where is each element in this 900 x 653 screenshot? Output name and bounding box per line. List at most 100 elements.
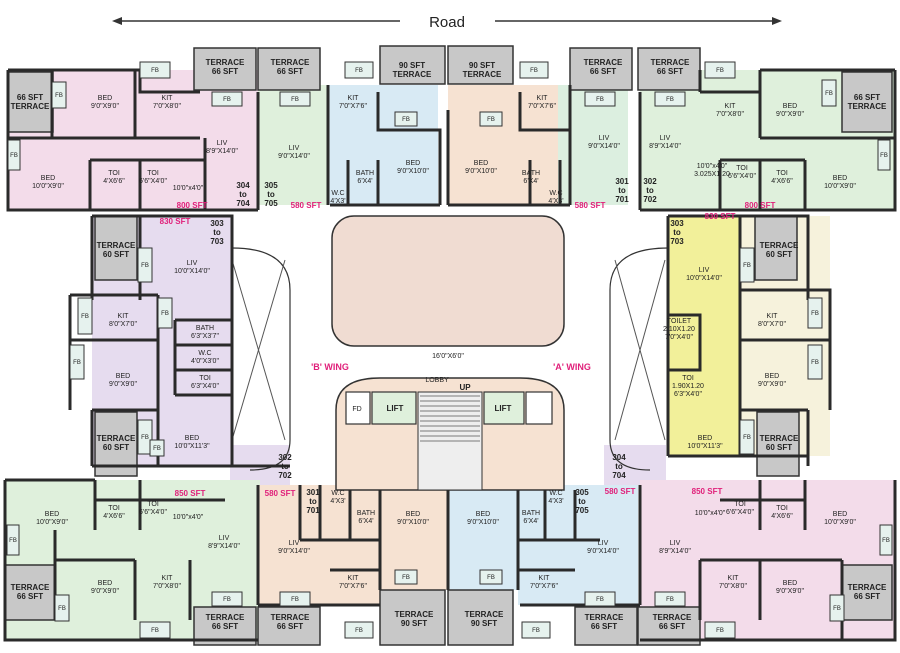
wall <box>3 480 258 642</box>
flower-bed-label: FB <box>161 311 169 317</box>
room-label-line: to <box>646 186 654 195</box>
room-label-line: LIV <box>599 135 610 142</box>
room-label-line: 302 <box>278 453 292 462</box>
flower-bed-box <box>584 591 616 607</box>
room-label-line: 7'0"X8'0" <box>153 103 181 110</box>
road-arrowhead-left <box>112 17 122 25</box>
room-label-line: W.C <box>331 190 344 197</box>
terrace-box <box>379 589 446 646</box>
flower-bed-box <box>654 591 686 607</box>
flower-bed-label: FB <box>81 314 89 320</box>
flower-bed-label: FB <box>882 538 890 544</box>
room-label-line: BATH <box>522 510 540 517</box>
room-label-line: 10'0"x4'0" <box>173 514 204 521</box>
room-label-line: to <box>213 228 221 237</box>
lift-right <box>483 391 525 425</box>
room-label-line: 10'0"X14'0" <box>174 268 210 275</box>
wall <box>640 70 897 212</box>
room-label-line: 66 SFT <box>591 622 617 631</box>
unit-fill <box>448 85 558 205</box>
room-label-line: 703 <box>210 237 224 246</box>
wall <box>668 313 702 372</box>
room-label-line: 90 SFT <box>399 61 425 70</box>
room-label-line: LIV <box>670 540 681 547</box>
room-label-line: 66 SFT <box>659 622 685 631</box>
flower-bed-label: FB <box>596 597 604 603</box>
room-label-line: 66 SFT <box>17 93 43 102</box>
room-label-line: TOI <box>776 505 788 512</box>
room-label-line: 4'X3' <box>330 198 345 205</box>
room-label-line: 10'0"X11'3" <box>687 443 723 450</box>
flower-bed-box <box>77 297 93 335</box>
flower-bed-box <box>829 594 845 622</box>
flower-bed-box <box>54 594 70 622</box>
wall <box>640 480 897 642</box>
area-label-a10: 850 SFT <box>692 487 723 496</box>
room-label-line: 60 SFT <box>766 250 792 259</box>
flower-bed-box <box>877 139 891 171</box>
room-label-line: LIV <box>598 540 609 547</box>
flower-bed-label: FB <box>833 606 841 612</box>
flower-bed-label: FB <box>55 93 63 99</box>
road-label: Road <box>429 14 465 31</box>
terrace-box <box>447 45 514 85</box>
room-label-line: LIV <box>289 540 300 547</box>
room-label-line: 7'0"X7'6" <box>339 583 367 590</box>
terrace-box <box>637 47 701 91</box>
room-label-line: 302 <box>643 177 657 186</box>
room-label-line: 8'9"X14'0" <box>208 543 240 550</box>
room-label-line: 90 SFT <box>469 61 495 70</box>
room-label-line: LIV <box>660 135 671 142</box>
flower-bed-box <box>807 344 823 380</box>
room-label-line: BED <box>833 511 847 518</box>
area-label-a5: 830 SFT <box>160 217 191 226</box>
room-label-line: TERRACE <box>463 70 502 79</box>
duct-right <box>525 391 553 425</box>
room-label-line: TOI <box>736 165 748 172</box>
flower-bed-box <box>479 111 503 127</box>
room-label-line: TERRACE <box>97 434 136 443</box>
room-label-line: 9'0"X14'0" <box>278 153 310 160</box>
room-label-line: 9'0"X14'0" <box>588 143 620 150</box>
room-label-line: 4'X6'6" <box>103 513 125 520</box>
terrace-box <box>94 215 138 281</box>
stair-treads <box>420 395 480 442</box>
room-label-line: 2.10X1.20 <box>663 326 695 333</box>
flower-bed-label: FB <box>223 597 231 603</box>
flower-bed-box <box>211 591 243 607</box>
room-label-line: 10'0"X11'3" <box>174 443 210 450</box>
room-label-line: to <box>281 462 289 471</box>
room-label-line: BED <box>476 511 490 518</box>
central-court <box>331 215 565 347</box>
room-label-line: KIT <box>118 313 130 320</box>
flower-bed-label: FB <box>153 446 161 452</box>
room-label-line: 66 SFT <box>657 67 683 76</box>
room-label-line: to <box>578 497 586 506</box>
room-label-line: TOI <box>147 170 159 177</box>
fd-label: FD <box>352 406 361 413</box>
room-label-line: 702 <box>643 195 657 204</box>
